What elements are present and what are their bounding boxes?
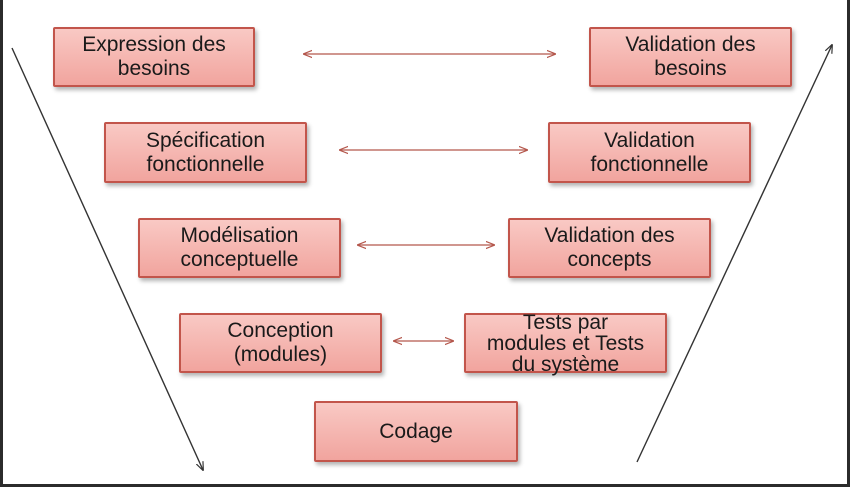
tests-modules-systeme-box: Tests par modules et Tests du système [464,312,667,375]
frame-right-border [847,0,850,487]
frame-bottom-border [0,484,850,487]
frame-left-border [0,0,3,487]
expression-besoins-box: Expression des besoins [53,27,255,87]
validation-besoins-box: Validation des besoins [589,27,792,87]
validation-fonctionnelle-box: Validation fonctionnelle [548,122,751,183]
modelisation-conceptuelle-box: Modélisation conceptuelle [138,218,341,278]
conception-modules-box: Conception (modules) [179,313,382,373]
ascent-arrow [636,45,832,463]
codage-box: Codage [314,401,518,462]
specification-fonctionnelle-box: Spécification fonctionnelle [104,122,307,183]
validation-concepts-box: Validation des concepts [508,218,711,278]
descent-arrow [11,47,203,470]
